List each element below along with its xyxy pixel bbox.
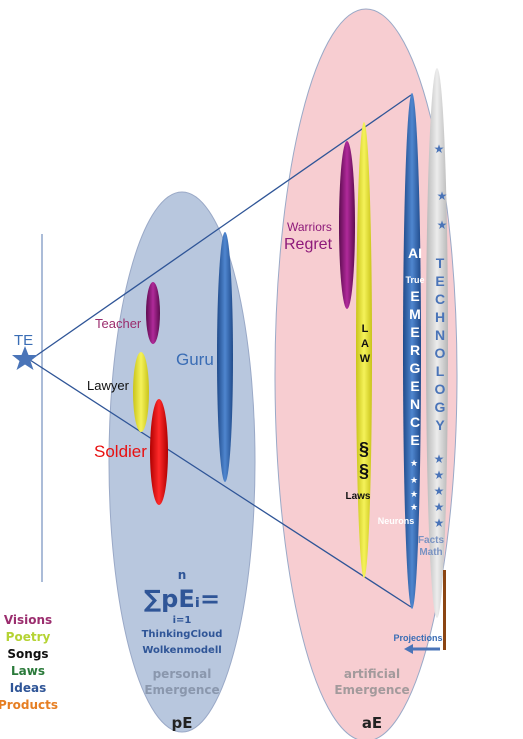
emergence-letter: E [410, 288, 419, 304]
category-laws: Laws [11, 664, 45, 678]
star-icon: ★ [410, 458, 418, 468]
emergence-lens [403, 93, 421, 609]
emergence-letter: E [410, 324, 419, 340]
star-icon: ★ [434, 452, 445, 466]
technology-letter: E [435, 273, 444, 289]
section-symbol: § [359, 461, 369, 481]
teacher-label: Teacher [95, 316, 142, 331]
ae-emergence-line1: artificial [344, 667, 400, 681]
star-icon: ★ [410, 475, 418, 485]
projection-arrow-head [404, 644, 413, 654]
star-icon: ★ [434, 500, 445, 514]
emergence-word: E M E R G E N C E [409, 288, 421, 448]
math-label: Math [419, 547, 442, 558]
star-icon: ★ [437, 218, 448, 232]
technology-lens [426, 68, 448, 618]
neuron-stars: ★ ★ ★ ★ [410, 458, 418, 512]
pe-emergence-line1: personal [153, 667, 212, 681]
teacher-lens [146, 282, 160, 344]
category-songs: Songs [7, 647, 48, 661]
technology-letter: L [436, 363, 445, 379]
category-list: Visions Poetry Songs Laws Ideas Products [0, 613, 58, 712]
warriors-label: Warriors [287, 220, 332, 234]
star-icon: ★ [410, 502, 418, 512]
technology-letter: Y [435, 417, 445, 433]
lawyer-lens [133, 352, 149, 432]
technology-letter: H [435, 309, 445, 325]
law-word: L A W [360, 323, 371, 365]
star-icon: ★ [434, 468, 445, 482]
ai-label: AI [408, 245, 422, 261]
law-letter: A [361, 338, 369, 350]
projections-label: Projections [393, 633, 442, 643]
technology-stars: ★ ★ ★ ★ ★ ★ ★ ★ [434, 142, 448, 530]
technology-letter: T [436, 255, 445, 271]
technology-letter: O [435, 381, 446, 397]
technology-letter: G [435, 399, 446, 415]
technology-letter: C [435, 291, 445, 307]
guru-lens [217, 232, 233, 482]
law-letter: L [362, 323, 369, 335]
regret-label: Regret [284, 236, 333, 253]
section-symbol: § [359, 439, 369, 459]
star-icon: ★ [437, 189, 448, 203]
technology-letter: N [435, 327, 445, 343]
technology-letter: O [435, 345, 446, 361]
law-letter: W [360, 353, 371, 365]
emergence-letter: N [410, 396, 420, 412]
category-products: Products [0, 698, 58, 712]
ae-emergence-line2: Emergence [334, 683, 409, 697]
true-label: True [405, 275, 424, 285]
soldier-label: Soldier [94, 442, 147, 461]
emergence-letter: C [410, 414, 420, 430]
cone-upper-line [29, 94, 412, 361]
cone-lower-line [29, 359, 412, 608]
thinking-cloud: ThinkingCloud [142, 629, 223, 640]
star-icon: ★ [410, 489, 418, 499]
neurons-label: Neurons [378, 516, 415, 526]
te-star-icon [12, 346, 38, 370]
lawyer-label: Lawyer [87, 378, 130, 393]
regret-lens [339, 141, 355, 309]
star-icon: ★ [434, 516, 445, 530]
guru-label: Guru [176, 350, 214, 369]
laws-label: Laws [345, 491, 370, 502]
sum-bottom: i=1 [173, 615, 192, 626]
emergence-letter: G [410, 360, 421, 376]
pe-emergence-line2: Emergence [144, 683, 219, 697]
projection-bar [443, 570, 446, 650]
category-poetry: Poetry [6, 630, 51, 644]
emergence-letter: M [409, 306, 421, 322]
wolkenmodell: Wolkenmodell [142, 645, 221, 656]
sum-top: n [178, 568, 187, 582]
technology-word: T E C H N O L O G Y [435, 255, 446, 433]
sum-main: ∑pEᵢ= [144, 585, 220, 613]
facts-label: Facts [418, 535, 445, 546]
emergence-letter: E [410, 432, 419, 448]
emergence-letter: E [410, 378, 419, 394]
ae-short: aE [362, 714, 382, 732]
star-icon: ★ [434, 142, 445, 156]
law-lens [356, 122, 372, 578]
pe-short: pE [172, 714, 193, 732]
emergence-letter: R [410, 342, 420, 358]
te-label: TE [14, 332, 33, 349]
soldier-lens [150, 399, 168, 505]
category-visions: Visions [4, 613, 52, 627]
category-ideas: Ideas [10, 681, 46, 695]
star-icon: ★ [434, 484, 445, 498]
